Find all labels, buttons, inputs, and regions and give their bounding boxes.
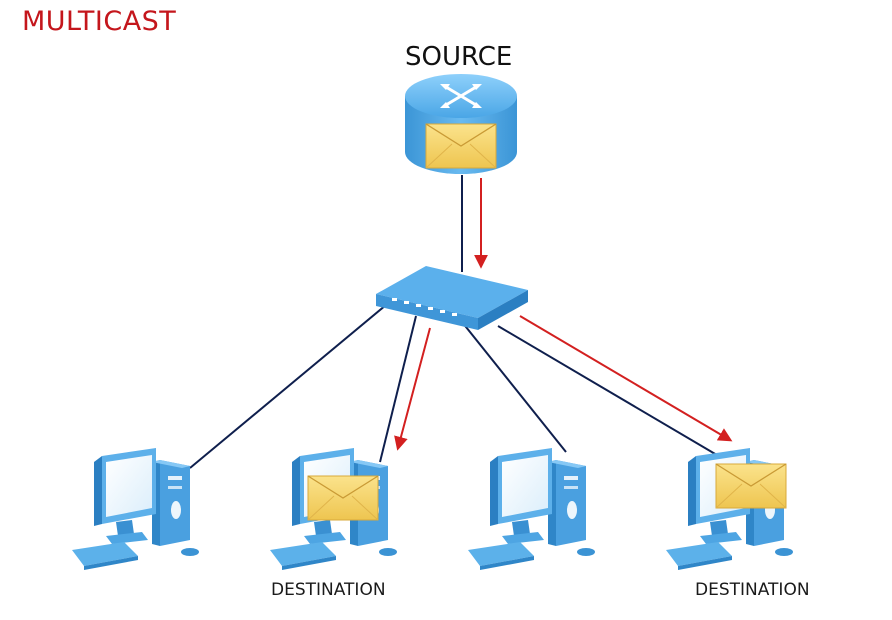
link-switch-host-4 bbox=[497, 325, 723, 459]
envelope-icon bbox=[425, 123, 497, 169]
envelope-icon bbox=[715, 463, 787, 509]
arrow-switch-to-destination-1 bbox=[394, 327, 431, 451]
link-switch-host-2 bbox=[379, 315, 417, 463]
switch-icon bbox=[376, 266, 528, 330]
diagram-title: MULTICAST bbox=[22, 6, 177, 37]
router-icon bbox=[405, 74, 517, 174]
computer-icon bbox=[72, 448, 199, 570]
envelope-icon bbox=[307, 475, 379, 521]
destination-label: DESTINATION bbox=[271, 580, 386, 600]
packet-flow-arrows bbox=[394, 178, 733, 451]
link-switch-host-3 bbox=[461, 321, 567, 453]
network-links bbox=[189, 175, 723, 469]
source-label: SOURCE bbox=[405, 42, 513, 72]
arrow-switch-to-destination-2 bbox=[519, 315, 733, 442]
link-switch-host-1 bbox=[189, 304, 387, 469]
computer-icon bbox=[468, 448, 595, 570]
destination-label: DESTINATION bbox=[695, 580, 810, 600]
